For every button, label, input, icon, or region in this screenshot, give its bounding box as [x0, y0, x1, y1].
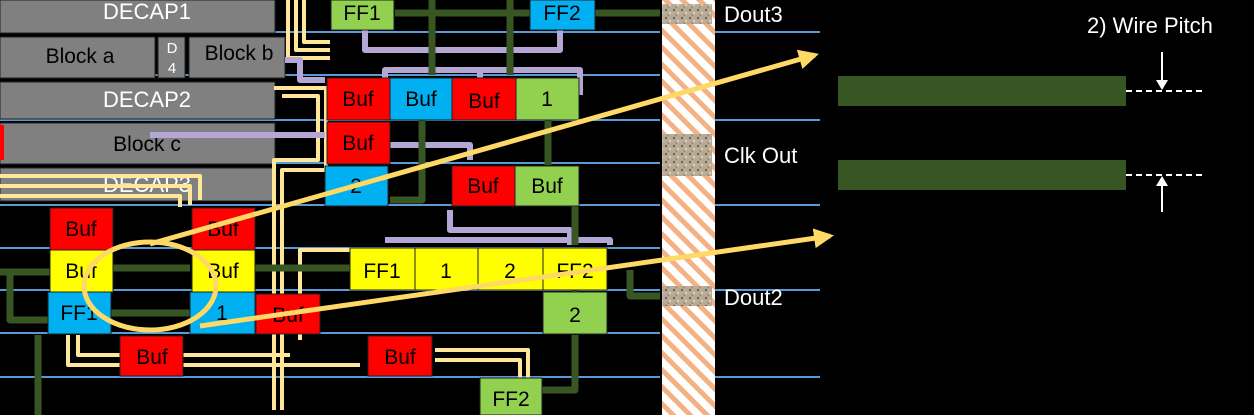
block-a-label: Block a	[46, 45, 115, 68]
buf-cell-3: Buf	[451, 77, 517, 121]
ff2-top-cell: FF2	[529, 0, 596, 31]
block-c-label: Block c	[113, 133, 181, 156]
svg-text:Buf: Buf	[65, 218, 97, 241]
pitch-arrow-up-icon	[1156, 176, 1168, 212]
ff2-bottom-cell: FF2	[479, 377, 543, 415]
lavender-routes	[150, 30, 613, 245]
wire-upper	[838, 76, 1126, 106]
io-ring	[662, 0, 715, 415]
dout2-pad	[662, 286, 712, 306]
svg-text:1: 1	[440, 260, 452, 283]
signal-wires	[0, 0, 660, 415]
svg-text:1: 1	[541, 88, 553, 111]
ff1-top-cell: FF1	[330, 0, 395, 31]
buf-cell-1: Buf	[326, 77, 391, 121]
svg-text:Buf: Buf	[468, 90, 500, 113]
cell-1-top: 1	[515, 77, 580, 121]
dout3-label: Dout3	[724, 2, 783, 27]
svg-text:Buf: Buf	[405, 88, 437, 111]
svg-text:Buf: Buf	[531, 175, 563, 198]
callout-arrow-upper	[149, 49, 819, 247]
clk-out-pad	[662, 134, 712, 176]
ff1-yellow-cell: FF1	[349, 247, 416, 291]
buf-cell-9: Buf	[49, 249, 114, 293]
ff1-blue-cell: FF1	[47, 291, 112, 335]
svg-text:FF2: FF2	[543, 2, 580, 25]
buf-cell-6: Buf	[514, 165, 580, 207]
wire-lower	[838, 160, 1126, 190]
svg-text:2: 2	[504, 260, 516, 283]
cell-1-yellow: 1	[414, 247, 479, 291]
svg-text:FF1: FF1	[60, 302, 97, 325]
svg-text:FF1: FF1	[343, 2, 380, 25]
buf-cell-5: Buf	[451, 165, 516, 207]
buf-cell-12: Buf	[119, 335, 184, 377]
buf-cell-13: Buf	[367, 335, 433, 377]
block-b-label: Block b	[205, 42, 274, 65]
dout2-label: Dout2	[724, 285, 783, 310]
wire-pitch-title: 2) Wire Pitch	[1087, 13, 1213, 38]
buf-cell-7: Buf	[49, 207, 114, 251]
pitch-arrow-down-icon	[1156, 52, 1168, 90]
cell-2-green: 2	[542, 291, 608, 335]
svg-text:Buf: Buf	[136, 346, 168, 369]
decap2-label: DECAP2	[103, 87, 191, 112]
svg-text:Buf: Buf	[342, 88, 374, 111]
callout-arrow-lower	[199, 228, 834, 329]
d4-label-bottom: 4	[168, 60, 176, 77]
decap1-label: DECAP1	[103, 0, 191, 24]
d4-label-top: D	[167, 40, 178, 57]
buf-cell-2: Buf	[389, 77, 453, 121]
dout3-pad	[662, 4, 712, 24]
svg-text:Buf: Buf	[467, 175, 499, 198]
buf-cell-4: Buf	[326, 121, 391, 165]
clk-out-label: Clk Out	[724, 143, 797, 168]
svg-text:2: 2	[569, 304, 581, 327]
svg-text:1: 1	[216, 302, 228, 325]
svg-text:FF1: FF1	[363, 260, 400, 283]
svg-text:Buf: Buf	[384, 346, 416, 369]
svg-text:Buf: Buf	[342, 132, 374, 155]
svg-text:FF2: FF2	[492, 388, 529, 411]
